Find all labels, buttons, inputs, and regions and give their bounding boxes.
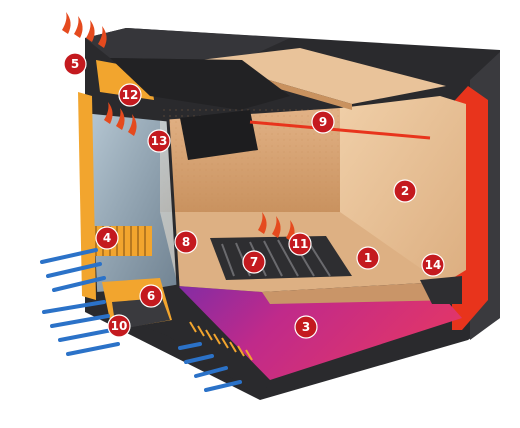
callout-7: 7 — [242, 250, 266, 274]
callout-2: 2 — [393, 179, 417, 203]
callout-8: 8 — [174, 230, 198, 254]
baffle-plate — [200, 48, 446, 104]
svg-text:3: 3 — [302, 320, 310, 334]
heat-exchange-tube — [249, 120, 431, 140]
svg-text:13: 13 — [151, 134, 168, 148]
svg-text:2: 2 — [401, 184, 409, 198]
callout-9: 9 — [311, 110, 335, 134]
svg-text:1: 1 — [364, 251, 372, 265]
callout-4: 4 — [95, 226, 119, 250]
callout-5: 5 — [63, 52, 87, 76]
callout-3: 3 — [294, 315, 318, 339]
svg-text:8: 8 — [182, 235, 190, 249]
callout-1: 1 — [356, 246, 380, 270]
svg-text:5: 5 — [71, 57, 79, 71]
callout-13: 13 — [147, 129, 171, 153]
svg-text:12: 12 — [122, 88, 139, 102]
svg-text:10: 10 — [111, 319, 128, 333]
callout-10: 10 — [107, 314, 131, 338]
svg-text:14: 14 — [425, 258, 442, 272]
airflow-arrow-icon — [40, 248, 242, 392]
svg-text:4: 4 — [103, 231, 111, 245]
callout-12: 12 — [118, 83, 142, 107]
svg-text:9: 9 — [319, 115, 327, 129]
svg-text:11: 11 — [292, 237, 309, 251]
right-bracket — [420, 276, 462, 304]
svg-text:7: 7 — [250, 255, 258, 269]
top-channel — [110, 58, 290, 110]
flame-icon — [62, 12, 295, 242]
secondary-air-duct — [180, 110, 258, 160]
svg-text:6: 6 — [147, 289, 155, 303]
callout-14: 14 — [421, 253, 445, 277]
callout-6: 6 — [139, 284, 163, 308]
callout-11: 11 — [288, 232, 312, 256]
